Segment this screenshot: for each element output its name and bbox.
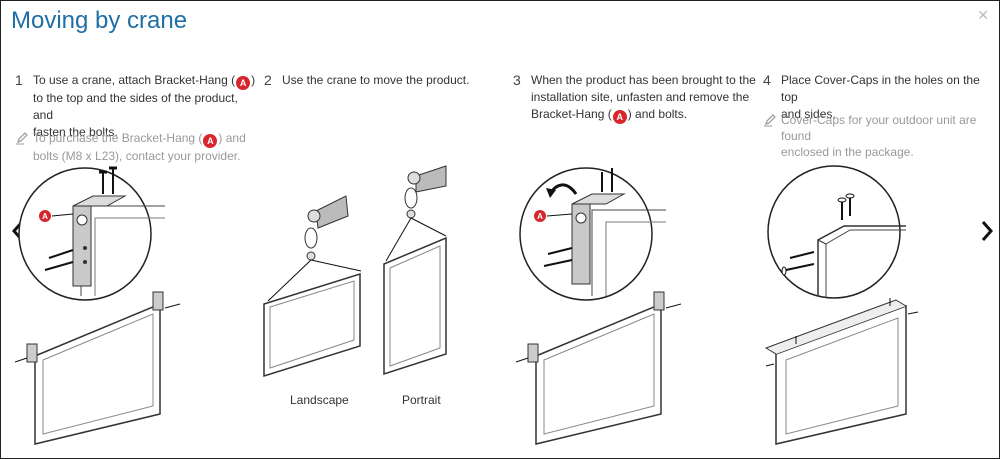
caption-landscape: Landscape: [290, 393, 349, 407]
step-number: 1: [15, 72, 23, 88]
pencil-icon: [764, 114, 776, 127]
illustration-step-2: [256, 156, 491, 386]
close-icon[interactable]: ✕: [977, 7, 989, 23]
step-number: 3: [513, 72, 521, 88]
step-number: 2: [264, 72, 272, 88]
illustration-step-4: [766, 166, 991, 451]
step-number: 4: [763, 72, 771, 88]
badge-a-icon: A: [612, 110, 627, 124]
step-text: Use the crane to move the product.: [282, 73, 470, 87]
chevron-right-icon[interactable]: [979, 220, 995, 242]
pencil-icon: [16, 132, 28, 145]
step-text: Place Cover-Caps in the holes on the top…: [781, 73, 980, 121]
badge-a-icon: A: [236, 76, 251, 90]
page-title: Moving by crane: [11, 7, 188, 34]
svg-text:A: A: [537, 212, 543, 221]
caption-portrait: Portrait: [402, 393, 441, 407]
illustration-step-1: A: [15, 166, 255, 451]
step-text: To use a crane, attach Bracket-Hang (A) …: [33, 73, 256, 139]
badge-a-icon: A: [203, 134, 218, 148]
illustration-step-3: A: [516, 166, 756, 451]
step-text: When the product has been brought to the…: [531, 73, 756, 124]
svg-text:A: A: [42, 212, 48, 221]
